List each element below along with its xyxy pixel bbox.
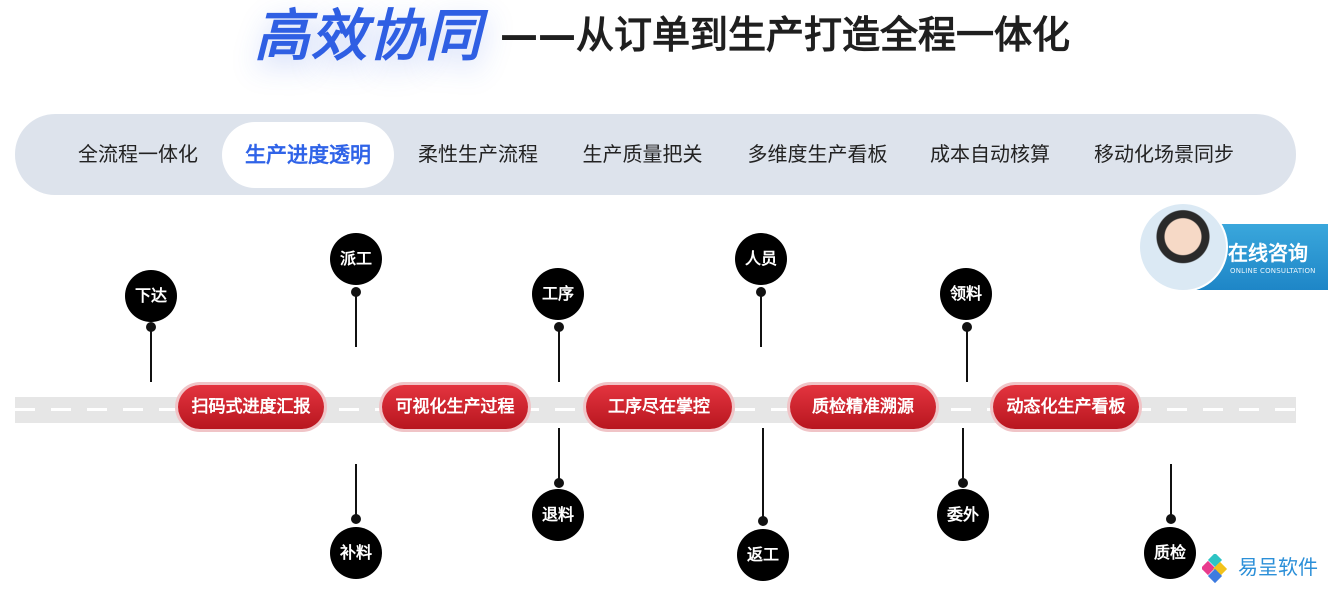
node-gongxu: 工序 xyxy=(532,268,584,320)
stage-quality-trace: 质检精准溯源 xyxy=(790,385,936,429)
stage-dynamic-dashboard: 动态化生产看板 xyxy=(993,385,1139,429)
hero-title: 高效协同 xyxy=(254,4,482,69)
tab-full-process[interactable]: 全流程一体化 xyxy=(78,142,198,166)
connector-dot xyxy=(958,478,968,488)
tab-quality-control[interactable]: 生产质量把关 xyxy=(582,142,703,166)
tab-progress-transparent[interactable]: 生产进度透明 xyxy=(222,122,394,188)
brand: 易呈软件 xyxy=(1202,552,1322,584)
tab-multi-dashboard[interactable]: 多维度生产看板 xyxy=(747,142,888,166)
connector-line xyxy=(558,428,560,482)
connector-dot xyxy=(146,322,156,332)
brand-name: 易呈软件 xyxy=(1238,555,1318,579)
tab-flexible-process[interactable]: 柔性生产流程 xyxy=(418,142,538,166)
stage-scan-report: 扫码式进度汇报 xyxy=(178,385,324,429)
node-lingliao: 领料 xyxy=(940,268,992,320)
connector-dot xyxy=(351,287,361,297)
consult-sub-label: ONLINE CONSULTATION xyxy=(1230,267,1316,275)
connector-line xyxy=(962,428,964,482)
stage-visual-process: 可视化生产过程 xyxy=(382,385,528,429)
consult-label[interactable]: 在线咨询 xyxy=(1228,241,1308,265)
node-renyuan: 人员 xyxy=(735,233,787,285)
connector-line xyxy=(355,292,357,347)
stage-process-control: 工序尽在掌控 xyxy=(586,385,732,429)
connector-line xyxy=(558,326,560,382)
connector-line xyxy=(150,326,152,382)
connector-dot xyxy=(1166,514,1176,524)
node-xiada: 下达 xyxy=(125,270,177,322)
node-weiwai: 委外 xyxy=(937,489,989,541)
hero-subtitle: ——从订单到生产打造全程一体化 xyxy=(500,13,1071,57)
feature-tab-bar: 全流程一体化 生产进度透明 柔性生产流程 生产质量把关 多维度生产看板 成本自动… xyxy=(15,114,1296,195)
node-fangong: 返工 xyxy=(737,529,789,581)
connector-line xyxy=(355,464,357,516)
node-zhijian: 质检 xyxy=(1144,527,1196,579)
connector-line xyxy=(966,326,968,382)
connector-line xyxy=(762,428,764,518)
connector-dot xyxy=(554,478,564,488)
connector-dot xyxy=(758,516,768,526)
connector-dot xyxy=(756,287,766,297)
connector-dot xyxy=(962,322,972,332)
agent-avatar[interactable] xyxy=(1138,202,1228,292)
tab-mobile-sync[interactable]: 移动化场景同步 xyxy=(1094,142,1234,166)
brand-logo-icon xyxy=(1202,554,1228,584)
node-tuiliao: 退料 xyxy=(532,489,584,541)
connector-line xyxy=(760,292,762,347)
connector-line xyxy=(1170,464,1172,516)
tab-cost-accounting[interactable]: 成本自动核算 xyxy=(930,142,1050,166)
node-buliao: 补料 xyxy=(330,527,382,579)
node-paigong: 派工 xyxy=(330,233,382,285)
online-consult-widget[interactable] xyxy=(1138,202,1328,292)
connector-dot xyxy=(554,322,564,332)
connector-dot xyxy=(351,514,361,524)
